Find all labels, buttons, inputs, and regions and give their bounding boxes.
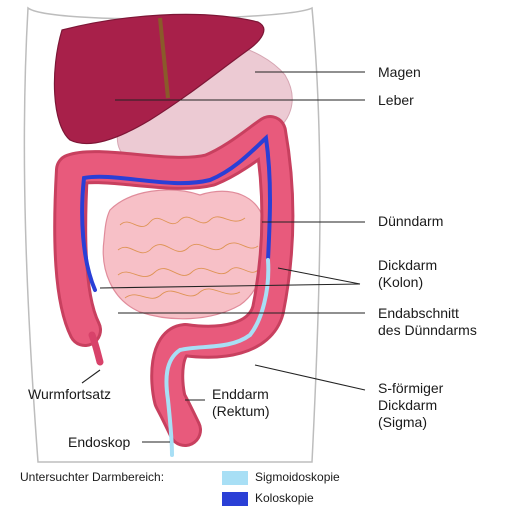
label-dickdarm-line2: (Kolon) bbox=[378, 274, 437, 291]
label-enddarm: Enddarm (Rektum) bbox=[212, 386, 270, 420]
legend-swatch-colonoscopy bbox=[222, 492, 248, 506]
label-sigma-line1: S-förmiger bbox=[378, 380, 443, 397]
small-intestine bbox=[103, 190, 266, 319]
label-dickdarm-line1: Dickdarm bbox=[378, 257, 437, 274]
label-endoskop: Endoskop bbox=[68, 434, 130, 451]
label-dickdarm: Dickdarm (Kolon) bbox=[378, 257, 437, 291]
legend-label-sigmoidoscopy: Sigmoidoskopie bbox=[255, 470, 340, 484]
label-endabschnitt-line2: des Dünndarms bbox=[378, 322, 477, 339]
label-magen: Magen bbox=[378, 64, 421, 81]
label-sigma-line3: (Sigma) bbox=[378, 414, 443, 431]
label-wurmfortsatz: Wurmfortsatz bbox=[28, 386, 111, 403]
legend-label-colonoscopy: Koloskopie bbox=[255, 491, 314, 505]
label-enddarm-line2: (Rektum) bbox=[212, 403, 270, 420]
label-duenndarm: Dünndarm bbox=[378, 213, 443, 230]
label-leber: Leber bbox=[378, 92, 414, 109]
legend-swatch-sigmoidoscopy bbox=[222, 471, 248, 485]
label-sigma: S-förmiger Dickdarm (Sigma) bbox=[378, 380, 443, 431]
label-sigma-line2: Dickdarm bbox=[378, 397, 443, 414]
label-endabschnitt: Endabschnitt des Dünndarms bbox=[378, 305, 477, 339]
label-enddarm-line1: Enddarm bbox=[212, 386, 270, 403]
legend-title: Untersuchter Darmbereich: bbox=[20, 470, 164, 484]
label-endabschnitt-line1: Endabschnitt bbox=[378, 305, 477, 322]
